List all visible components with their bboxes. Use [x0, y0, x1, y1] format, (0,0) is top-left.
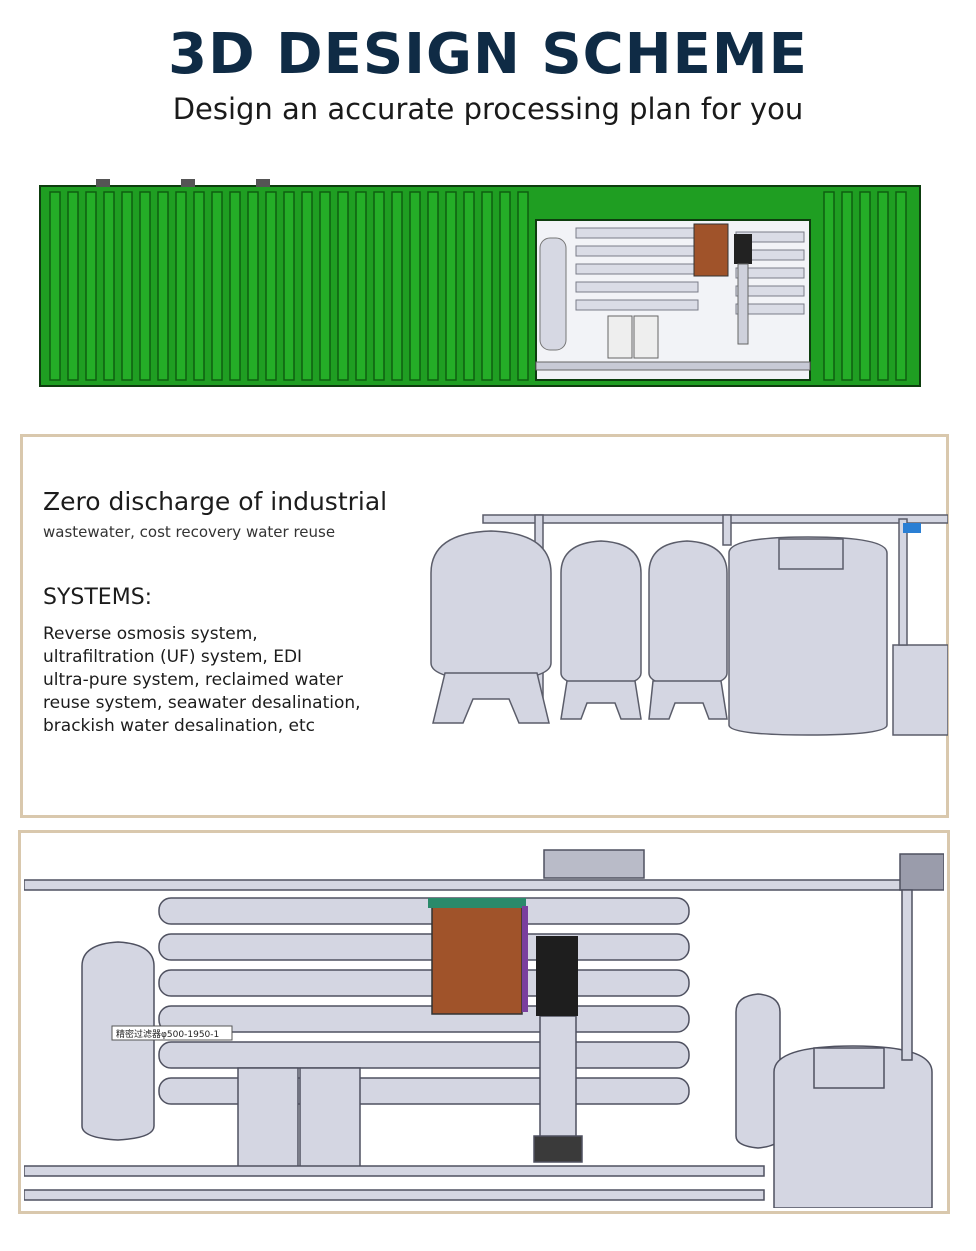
zero-discharge-subheading: wastewater, cost recovery water reuse: [43, 523, 336, 541]
systems-line: brackish water desalination, etc: [43, 716, 315, 736]
ro-equipment-illustration: 精密过滤器φ500-1950-1: [24, 849, 944, 1208]
systems-list: Reverse osmosis system, ultrafiltration …: [43, 623, 403, 738]
zero-discharge-heading: Zero discharge of industrial: [43, 487, 388, 516]
zero-discharge-panel: Zero discharge of industrial wastewater,…: [20, 434, 949, 818]
systems-line: reuse system, seawater desalination,: [43, 693, 361, 713]
filter-label: 精密过滤器φ500-1950-1: [116, 1028, 219, 1040]
systems-title: SYSTEMS:: [43, 585, 153, 610]
ro-equipment-panel: 精密过滤器φ500-1950-1: [18, 830, 950, 1214]
systems-line: Reverse osmosis system,: [43, 624, 258, 644]
systems-line: ultrafiltration (UF) system, EDI: [43, 647, 303, 667]
page-title: 3D DESIGN SCHEME: [168, 22, 808, 87]
systems-line: ultra-pure system, reclaimed water: [43, 670, 343, 690]
shipping-container-illustration: [39, 179, 921, 387]
tank-illustration: [430, 514, 948, 736]
page-subtitle: Design an accurate processing plan for y…: [172, 92, 804, 126]
